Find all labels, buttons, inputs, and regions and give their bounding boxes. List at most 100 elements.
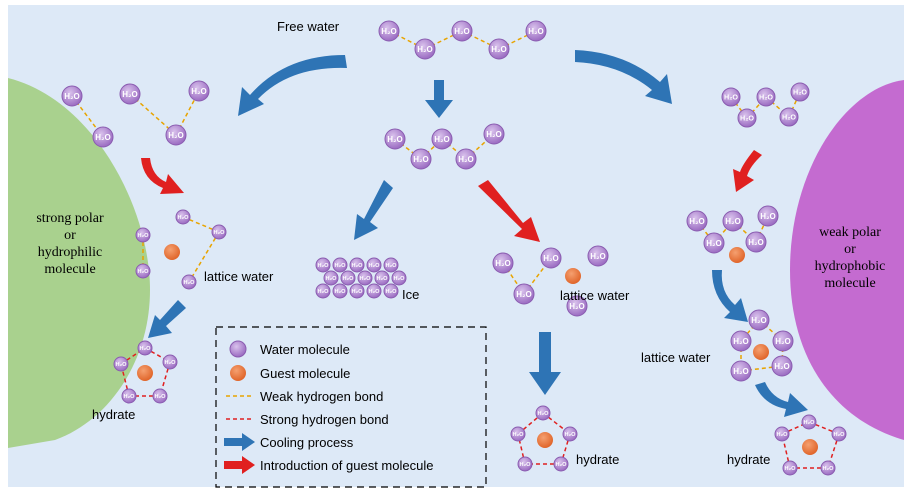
water-molecule-circle [587,245,609,267]
guest-left-lattice [164,244,180,260]
legend-item-weak-bond: Weak hydrogen bond [226,389,383,404]
right-hydrate-bond [808,421,840,435]
right-lattice-water: H₂O [686,210,708,232]
water-molecule-circle [383,283,399,299]
water-molecule-text: H₂O [326,276,338,282]
right-lower-lattice-water: H₂O [771,355,793,377]
water-molecules: H₂O H₂O H₂O H₂O H₂O H₂O H₂O H₂O H₂O H₂O H₂O H₂O H₂O H… [61,20,847,476]
water-molecule-text: H₂O [394,276,406,282]
label-hydrate-right: hydrate [727,452,770,467]
water-molecule-text: H₂O [458,155,474,164]
guest-mid-hydrate [537,432,553,448]
water-molecule-text: H₂O [184,280,196,286]
water-molecule-circle [181,274,197,290]
guest-right-lower [753,344,769,360]
water-molecule-text: H₂O [751,316,767,325]
right-lower-lattice-water: H₂O [730,360,752,382]
water-molecule-circle [553,456,569,472]
mid-hydrate-bond [560,433,571,465]
mid-lattice-water: H₂O [587,245,609,267]
free-water-water: H₂O [488,38,510,60]
water-molecule-circle [349,283,365,299]
water-molecule-circle [790,82,810,102]
left-lattice-b-water: H₂O [175,209,191,225]
legend-item-water: Water molecule [229,340,350,358]
water-molecule-circle [525,20,547,42]
water-molecule-text: H₂O [417,45,433,54]
left-hydrate-water: H₂O [121,388,137,404]
mid-lattice-water: H₂O [492,252,514,274]
water-molecule-circle [165,124,187,146]
water-molecule-text: H₂O [168,131,184,140]
center-cluster-water: H₂O [410,148,432,170]
water-molecule-text: H₂O [823,466,835,472]
water-molecule-circle [211,224,227,240]
water-molecule-circle [455,148,477,170]
water-molecule-text: H₂O [165,360,177,366]
ice-water: H₂O [349,257,365,273]
ice-water: H₂O [374,270,390,286]
water-molecule-circle [831,426,847,442]
left-lattice-b-bond [188,231,220,283]
left-top-pair-water: H₂O [92,126,114,148]
guest-arrow-left [141,158,184,194]
water-molecule-text: H₂O [782,113,796,122]
water-molecule-circle [357,270,373,286]
legend-guest-label: Guest molecule [260,366,350,381]
water-molecule-circle [566,295,588,317]
water-molecule-circle [414,38,436,60]
left-top-trio-water: H₂O [165,124,187,146]
water-molecule-text: H₂O [538,411,550,417]
right-hydrate-water: H₂O [774,426,790,442]
guest-molecules [137,244,818,455]
left-region-text: strong polar or hydrophilic molecule [36,211,104,277]
water-molecule-text: H₂O [556,462,568,468]
right-lattice-water: H₂O [745,231,767,253]
label-hydrate-mid: hydrate [576,452,619,467]
right-top-cluster-water: H₂O [790,82,810,102]
right-region-line1: weak polar [819,225,881,240]
water-molecule-circle [135,263,151,279]
left-region-line3: hydrophilic [38,245,103,260]
legend-cooling-arrow-icon [224,433,255,451]
water-molecule-circle [451,20,473,42]
center-cluster-bond [394,138,422,160]
water-molecule-circle [517,456,533,472]
water-molecule-circle [492,252,514,274]
water-molecule-text: H₂O [352,263,364,269]
ice-water: H₂O [366,257,382,273]
water-molecule-text: H₂O [386,289,398,295]
water-molecule-text: H₂O [64,92,80,101]
right-region-line4: molecule [824,276,875,291]
right-region-text: weak polar or hydrophobic molecule [815,225,886,291]
cooling-arrow-right-down2 [755,382,808,417]
legend-introduction-arrow-icon [224,456,255,474]
water-molecule-circle [774,426,790,442]
water-molecule-circle [188,80,210,102]
mid-hydrate-water: H₂O [562,426,578,442]
ice-water: H₂O [323,270,339,286]
water-molecule-text: H₂O [740,114,754,123]
center-cluster-water: H₂O [431,128,453,150]
water-molecule-text: H₂O [369,263,381,269]
water-molecule-circle [721,87,741,107]
ice-water: H₂O [349,283,365,299]
cooling-arrow-down-center [425,80,453,118]
water-molecule-text: H₂O [434,135,450,144]
label-lattice-water-mid: lattice water [560,288,630,303]
water-molecule-circle [686,210,708,232]
water-molecule-circle [315,257,331,273]
right-region-line3: hydrophobic [815,259,886,274]
left-top-trio-water: H₂O [188,80,210,102]
water-molecule-text: H₂O [748,238,764,247]
water-molecule-circle [513,283,535,305]
left-lattice-b-water: H₂O [211,224,227,240]
cooling-arrow-mid-down [529,332,561,395]
water-molecule-circle [782,460,798,476]
right-region-shape [790,80,904,440]
water-molecule-text: H₂O [318,289,330,295]
cooling-arrow-top-left [238,55,347,116]
right-hydrate-water: H₂O [831,426,847,442]
right-top-cluster-bond [765,96,790,118]
